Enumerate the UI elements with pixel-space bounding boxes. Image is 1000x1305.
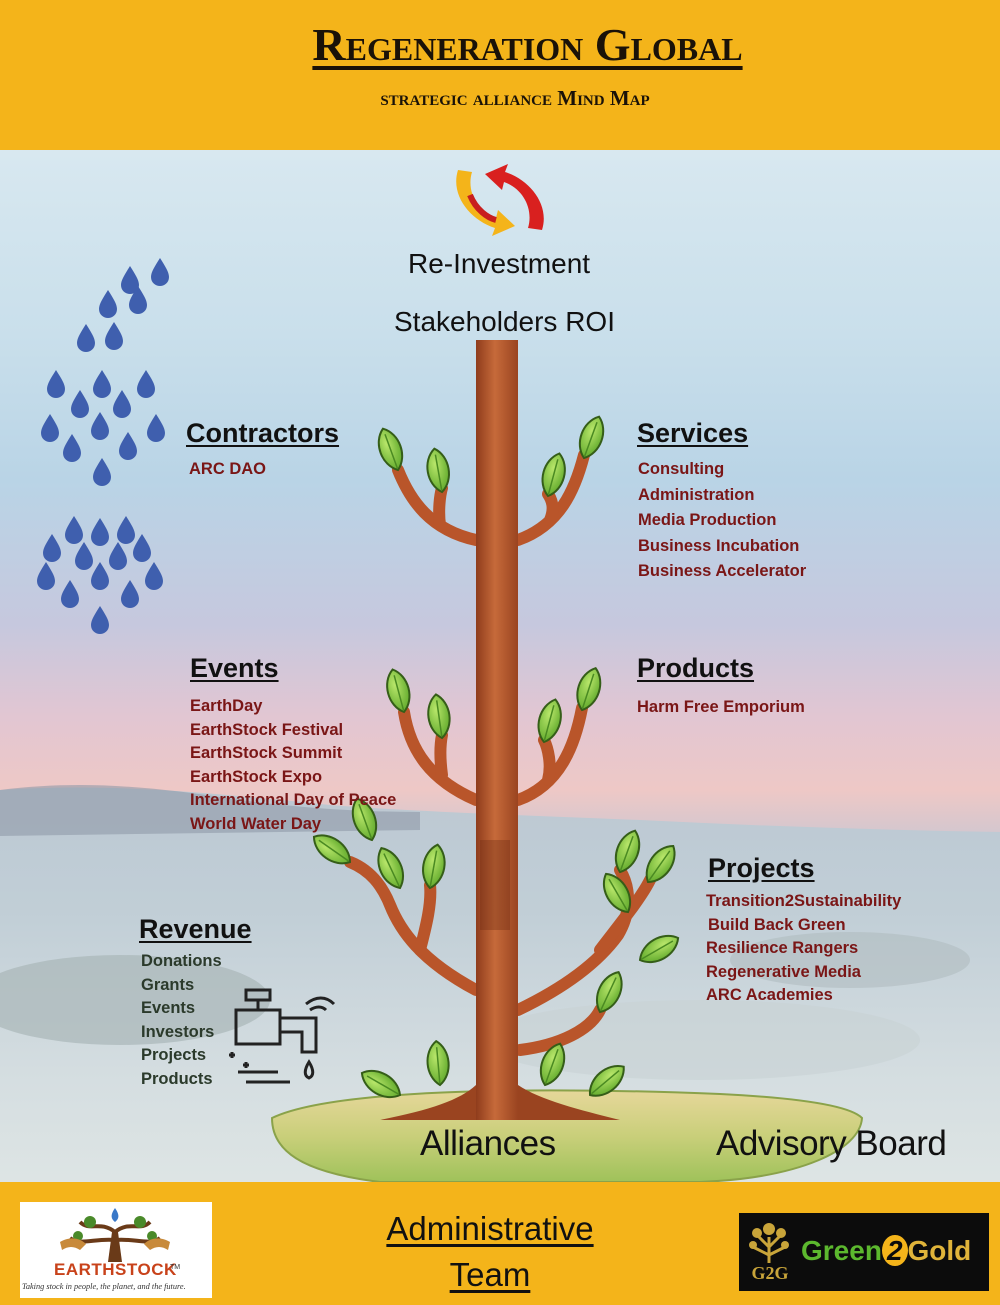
page-title: Regeneration Global <box>312 19 743 70</box>
earthstock-wordmark: EARTHSTOCK <box>54 1260 177 1279</box>
services-list: Consulting Administration Media Producti… <box>638 457 806 585</box>
list-item: Consulting <box>638 460 725 478</box>
rain-drops <box>37 258 169 634</box>
g2g-green-text: Green <box>801 1235 882 1266</box>
revenue-list: Donations Grants Events Investors Projec… <box>141 950 222 1091</box>
list-item: Administration <box>638 485 755 504</box>
list-item: Business Accelerator <box>638 562 807 580</box>
list-item: Events <box>141 999 196 1017</box>
list-item: Media Production <box>638 511 777 529</box>
contractors-heading: Contractors <box>186 418 340 448</box>
list-item: Transition2Sustainability <box>706 892 902 910</box>
earthstock-tree-icon <box>60 1208 170 1262</box>
earthstock-trademark: TM <box>170 1264 181 1271</box>
revenue-heading: Revenue <box>139 914 252 944</box>
green2gold-tree-icon <box>749 1223 789 1263</box>
g2g-two-text: 2 <box>881 1235 908 1266</box>
list-item: Donations <box>141 952 222 970</box>
advisory-board-label: Advisory Board <box>716 1124 947 1163</box>
contractors-list: ARC DAO <box>189 457 266 481</box>
list-item: ARC Academies <box>706 986 833 1004</box>
list-item: Build Back Green <box>708 915 846 934</box>
events-list: EarthDay EarthStock Festival EarthStock … <box>190 695 396 836</box>
products-heading: Products <box>637 653 755 683</box>
stakeholders-roi-label: Stakeholders ROI <box>394 306 615 337</box>
smart-water-tap-icon <box>229 988 336 1084</box>
list-item: Projects <box>141 1046 207 1064</box>
reinvestment-cycle-icon <box>456 164 544 236</box>
list-item: EarthStock Summit <box>190 744 343 762</box>
list-item: ARC DAO <box>189 460 266 478</box>
list-item: Products <box>141 1069 213 1088</box>
admin-line-2: Team <box>449 1256 531 1293</box>
projects-heading: Projects <box>708 853 815 883</box>
list-item: Investors <box>141 1022 215 1041</box>
projects-list: Transition2Sustainability Build Back Gre… <box>706 890 901 1008</box>
g2g-gold-text: Gold <box>907 1235 972 1266</box>
g2g-badge: G2G <box>751 1263 789 1283</box>
header-banner <box>0 0 1000 150</box>
tree-trunk <box>476 340 518 1120</box>
list-item: International Day of Peace <box>190 791 397 809</box>
earthstock-logo: EARTHSTOCK TM Taking stock in people, th… <box>20 1202 212 1298</box>
list-item: World Water Day <box>190 814 322 833</box>
admin-line-1: Administrative <box>386 1210 594 1247</box>
events-heading: Events <box>190 653 279 683</box>
list-item: Grants <box>141 975 195 994</box>
products-list: Harm Free Emporium <box>637 695 805 719</box>
list-item: EarthDay <box>190 697 263 715</box>
mind-map-scene: Re-Investment Stakeholders ROI Contracto… <box>0 150 1000 1182</box>
list-item: EarthStock Festival <box>190 720 344 739</box>
list-item: Harm Free Emporium <box>637 698 805 716</box>
list-item: Business Incubation <box>638 536 800 555</box>
list-item: EarthStock Expo <box>190 767 323 786</box>
administrative-team-label: Administrative Team <box>330 1206 650 1298</box>
list-item: Regenerative Media <box>706 962 861 981</box>
list-item: Resilience Rangers <box>706 939 859 957</box>
scene-artwork <box>0 164 1000 1182</box>
alliances-label: Alliances <box>420 1124 556 1163</box>
services-heading: Services <box>637 418 749 448</box>
page-subtitle: strategic alliance Mind Map <box>380 86 650 110</box>
reinvestment-label: Re-Investment <box>408 248 591 279</box>
earthstock-tagline: Taking stock in people, the planet, and … <box>22 1282 186 1291</box>
